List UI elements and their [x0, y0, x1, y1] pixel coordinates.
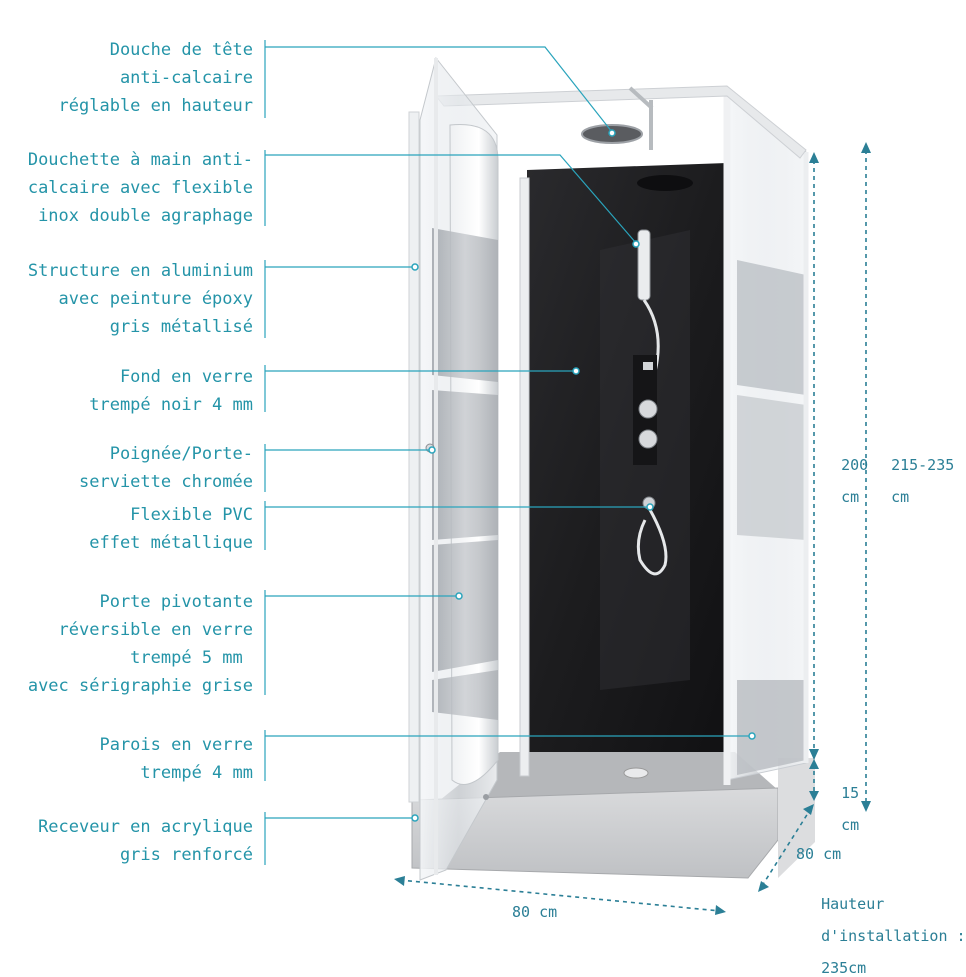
ceiling-arm: [628, 86, 654, 110]
label-line: Douchette à main anti-: [27, 150, 253, 170]
dimension-arrows: [399, 150, 867, 912]
label-line: gris renforcé: [119, 845, 253, 865]
dot-walls: [748, 732, 756, 740]
label-line: Parois en verre: [99, 735, 253, 755]
label-shower-head: Douche de tête anti-calcaire réglable en…: [59, 36, 253, 120]
label-line: Douche de tête: [109, 40, 253, 60]
depth-arrow: [761, 809, 811, 887]
dot-structure: [411, 263, 419, 271]
door-frost-band-1: [432, 228, 498, 382]
door-frost-band-3: [432, 540, 498, 672]
label-line: trempé 4 mm: [140, 763, 253, 783]
dim-height-total: 215-235 cm: [873, 441, 954, 505]
dim-install-label: Hauteur: [821, 895, 885, 913]
label-handle: Poignée/Porte- serviette chromée: [79, 440, 253, 496]
label-walls: Parois en verre trempé 4 mm: [99, 731, 253, 787]
label-line: gris métallisé: [109, 317, 253, 337]
label-line: trempé noir 4 mm: [89, 395, 253, 415]
dim-value: 15: [841, 784, 860, 802]
right-wall-frost-band-3: [737, 680, 806, 775]
dot-handle: [428, 446, 436, 454]
door-frost-band-2: [432, 390, 498, 540]
drain: [623, 767, 649, 779]
leader-shower-head: [265, 46, 613, 133]
door-hinge: [483, 794, 489, 800]
shower-cabin-illustration: [408, 56, 815, 881]
dim-tray-height: 15 cm: [823, 769, 859, 833]
dim-value: 215-235: [891, 456, 955, 474]
leader-dots: [411, 129, 756, 822]
dim-install-height: Hauteur d'installation : 235cm: [803, 880, 966, 976]
label-hand-shower: Douchette à main anti- calcaire avec fle…: [28, 146, 253, 230]
dot-pvc-hose: [646, 503, 654, 511]
dim-unit: cm: [841, 816, 860, 834]
label-structure: Structure en aluminium avec peinture épo…: [28, 257, 253, 341]
label-line: avec sérigraphie grise: [27, 676, 253, 696]
label-tray: Receveur en acrylique gris renforcé: [38, 813, 253, 869]
dot-hand-shower: [632, 240, 640, 248]
label-back-glass: Fond en verre trempé noir 4 mm: [89, 363, 253, 419]
label-line: réversible en verre: [58, 620, 253, 640]
tray-side: [778, 758, 815, 878]
mixer-knob-1: [638, 399, 658, 419]
door-post: [519, 177, 530, 777]
label-line: Poignée/Porte-: [109, 444, 253, 464]
arrow-heads: [394, 142, 871, 915]
shower-head-reflection: [637, 175, 693, 191]
label-line: anti-calcaire: [119, 68, 253, 88]
dim-unit: cm: [891, 488, 910, 506]
pvc-hose: [636, 507, 668, 576]
label-line: calcaire avec flexible: [27, 178, 253, 198]
leader-lines: [264, 40, 752, 865]
dim-value: 200: [841, 456, 869, 474]
dim-install-label: d'installation :: [821, 927, 966, 945]
shower-cabin-diagram: [264, 40, 871, 915]
label-line: Structure en aluminium: [27, 261, 253, 281]
dim-width: 80 cm: [512, 903, 558, 921]
spout: [643, 362, 653, 370]
dim-unit: cm: [841, 488, 860, 506]
door-frost-band-4: [432, 670, 498, 720]
label-line: effet métallique: [89, 533, 253, 553]
aluminium-profile-left: [408, 111, 420, 803]
shower-tray: [411, 787, 779, 879]
label-line: trempé 5 mm: [130, 648, 253, 668]
mixer-knob-2: [638, 429, 658, 449]
label-line: Fond en verre: [119, 367, 253, 387]
label-line: avec peinture époxy: [58, 289, 253, 309]
dot-tray: [411, 814, 419, 822]
dot-shower-head: [608, 129, 616, 137]
dim-depth: 80 cm: [796, 845, 842, 863]
dot-door: [455, 592, 463, 600]
label-line: Receveur en acrylique: [38, 817, 253, 837]
dim-install-value: 235cm: [821, 959, 867, 977]
label-line: serviette chromée: [79, 472, 253, 492]
width-arrow: [399, 879, 721, 912]
label-line: Porte pivotante: [99, 592, 253, 612]
right-wall-frost-band-1: [737, 260, 806, 395]
label-line: réglable en hauteur: [58, 96, 253, 116]
dot-back-glass: [572, 367, 580, 375]
right-wall-frost-band-2: [737, 395, 806, 540]
leader-hand-shower: [265, 154, 637, 244]
hand-shower: [637, 229, 651, 301]
label-door: Porte pivotante réversible en verre trem…: [28, 588, 253, 700]
label-pvc-hose: Flexible PVC effet métallique: [89, 501, 253, 557]
dim-height-cabin: 200 cm: [823, 441, 868, 505]
label-line: inox double agraphage: [38, 206, 253, 226]
label-line: Flexible PVC: [130, 505, 253, 525]
